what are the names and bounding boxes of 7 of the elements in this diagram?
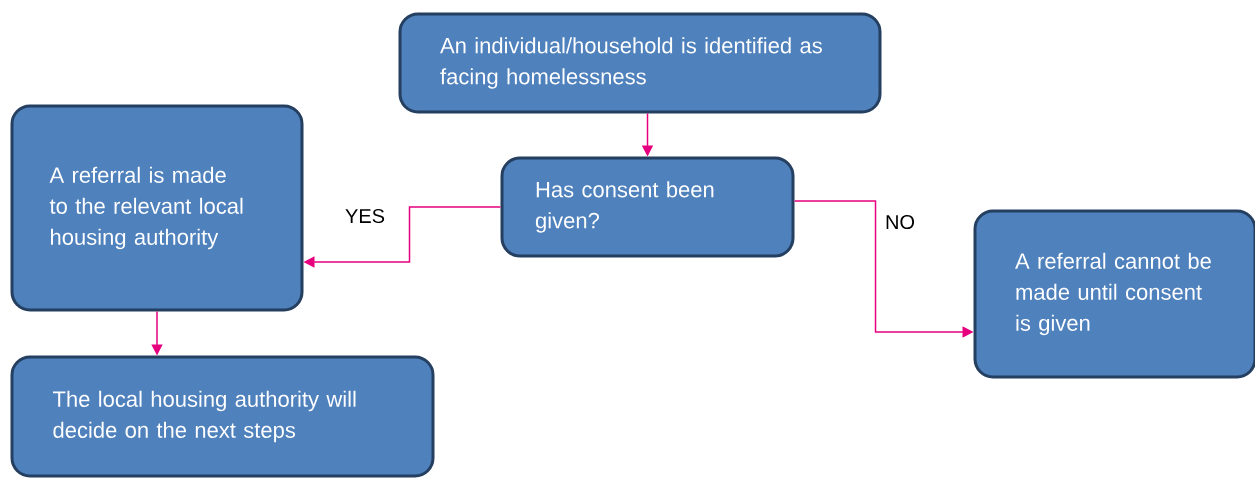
process-box: An individual/household is identified as facing homelessness [398, 12, 882, 114]
process-box: A referral cannot be made until consent is given [973, 209, 1255, 379]
process-box: Has consent been given? [500, 156, 795, 258]
process-box: The local housing authority will decide on the next steps [10, 355, 435, 478]
edge-label: NO [883, 212, 917, 232]
edge-label: YES [343, 206, 387, 226]
process-box: A referral is made to the relevant local housing authority [10, 104, 304, 312]
